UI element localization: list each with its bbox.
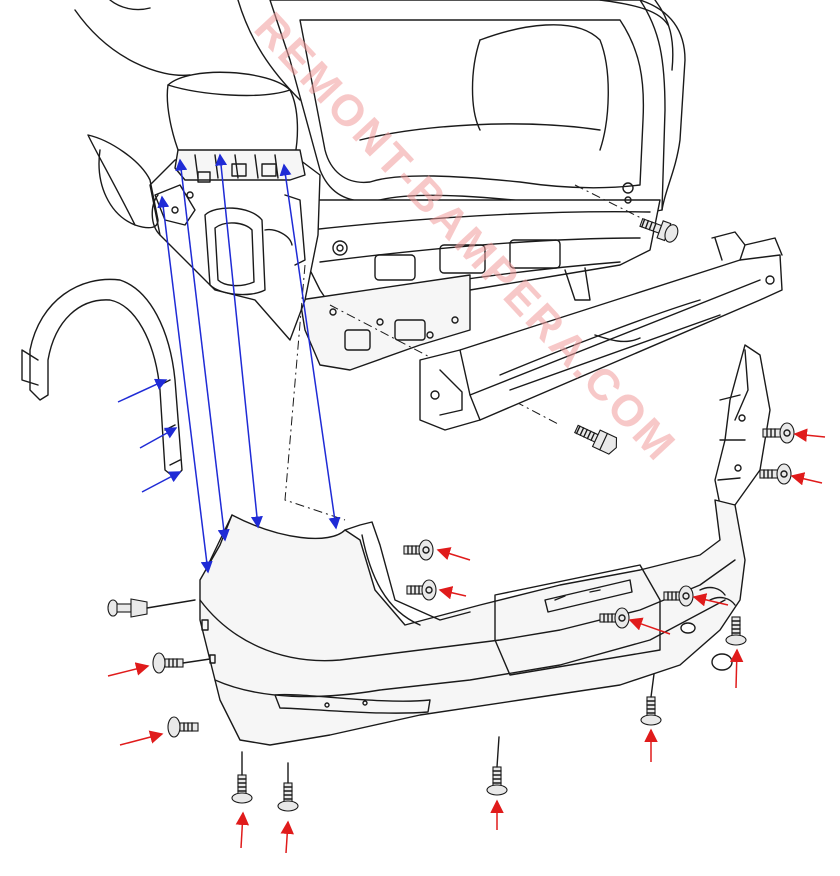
blue-arrow-liner-1 bbox=[117, 378, 168, 403]
blue-guide-3 bbox=[215, 153, 263, 529]
screw-bottom-1 bbox=[231, 751, 253, 804]
bumper-reinforcement-beam bbox=[419, 231, 783, 431]
screw-left-1 bbox=[152, 652, 211, 674]
screw-upper-1 bbox=[403, 539, 434, 561]
bumper-cover bbox=[199, 499, 746, 746]
red-arrow-2 bbox=[790, 472, 823, 486]
screw-left-2 bbox=[167, 716, 199, 738]
blue-arrow-liner-2 bbox=[139, 427, 178, 449]
screw-bottom-5 bbox=[725, 616, 747, 646]
fasteners bbox=[107, 422, 795, 812]
wheel-arch-liner bbox=[21, 278, 183, 479]
red-arrows bbox=[107, 428, 826, 854]
red-arrow-4 bbox=[438, 586, 467, 600]
side-bracket bbox=[714, 344, 771, 506]
blue-guide-4 bbox=[279, 163, 341, 530]
red-arrow-10 bbox=[280, 820, 294, 854]
red-arrow-7 bbox=[107, 662, 150, 677]
blue-guide-arrows bbox=[117, 153, 341, 574]
screw-bottom-3 bbox=[486, 736, 508, 796]
push-clip bbox=[107, 598, 196, 618]
screw-bottom-2 bbox=[277, 762, 299, 812]
body-bolt bbox=[639, 218, 679, 243]
screw-upper-2 bbox=[406, 579, 437, 601]
screw-plate-2 bbox=[663, 585, 694, 607]
screw-right-2 bbox=[759, 463, 792, 485]
screw-bottom-4 bbox=[640, 673, 662, 726]
red-arrow-5 bbox=[628, 617, 671, 635]
blue-arrow-liner-3 bbox=[141, 471, 182, 493]
red-arrow-8 bbox=[119, 730, 164, 746]
red-arrow-1 bbox=[793, 428, 826, 442]
beam-bolt bbox=[574, 424, 618, 455]
screw-plate-1 bbox=[599, 607, 630, 629]
red-arrow-3 bbox=[436, 547, 471, 561]
red-arrow-9 bbox=[235, 811, 250, 849]
red-arrow-6 bbox=[692, 593, 729, 607]
red-arrow-13 bbox=[729, 648, 744, 689]
